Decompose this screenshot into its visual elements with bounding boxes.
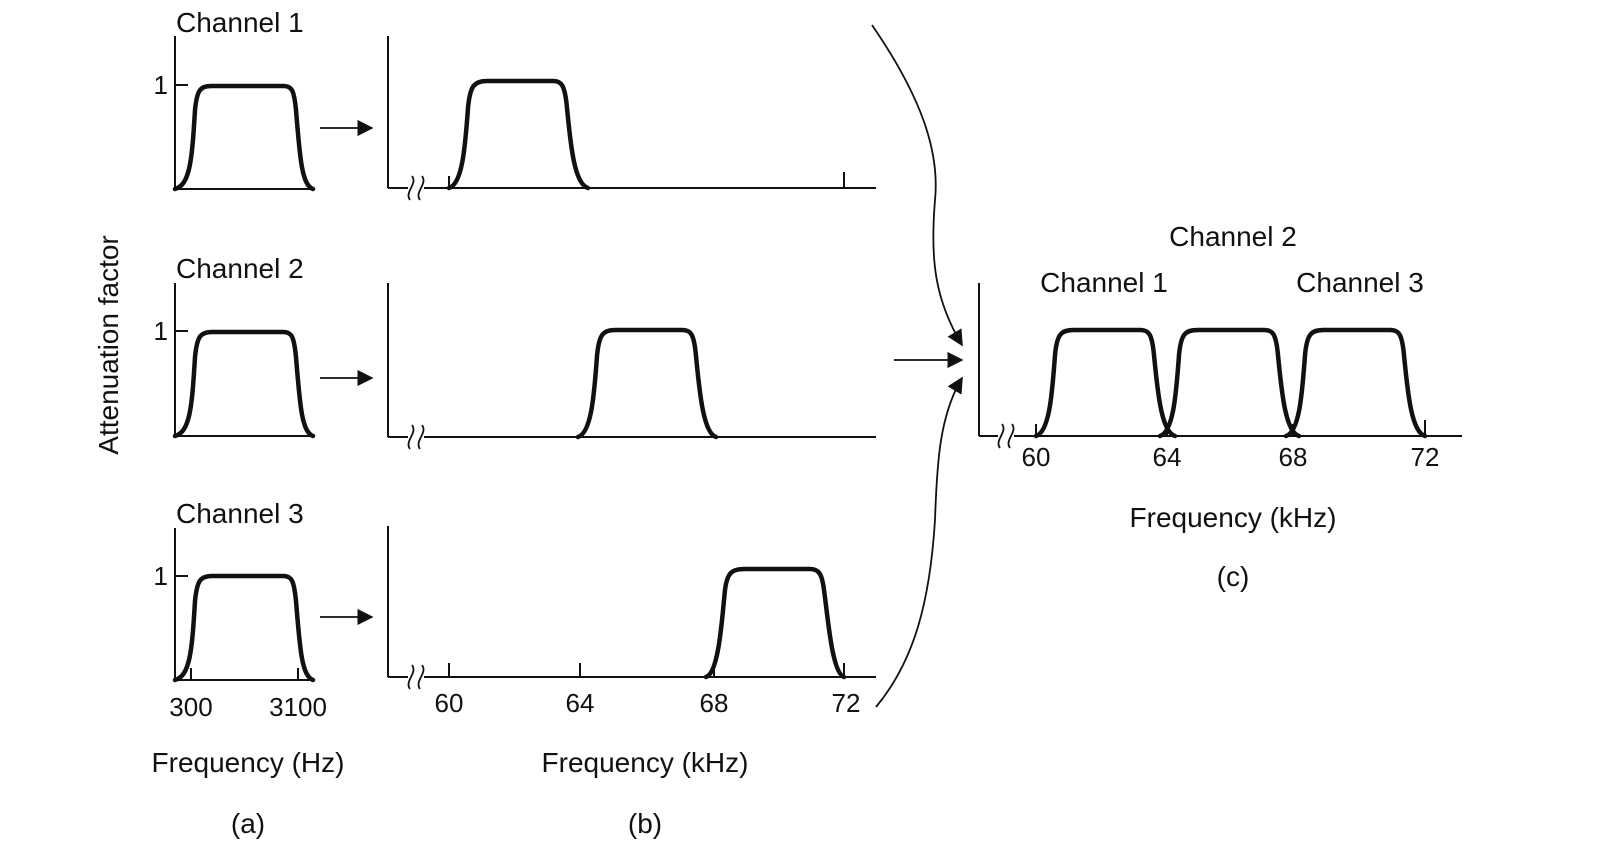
band-curve-channel-3 xyxy=(1283,327,1428,439)
band-curve-channel-2 xyxy=(1157,327,1302,439)
passband-curve xyxy=(172,573,316,683)
band-curve xyxy=(446,78,591,191)
arrow-b3-to-c xyxy=(875,376,963,708)
channel-label: Channel 1 xyxy=(1040,267,1168,298)
x-tick-label: 64 xyxy=(1153,442,1182,472)
channel-label: Channel 1 xyxy=(176,7,304,38)
panel-c: Channel 2 Channel 1 Channel 3 60 64 68 7… xyxy=(978,221,1462,592)
panel-b-channel-3: 60 64 68 72 xyxy=(387,526,876,718)
channel-label: Channel 3 xyxy=(176,498,304,529)
passband-curve xyxy=(172,83,316,192)
panel-a-channel-1: Channel 1 1 xyxy=(154,7,316,192)
y-tick-label: 1 xyxy=(154,561,168,591)
panel-b-channel-2 xyxy=(387,283,876,450)
panel-a-channel-2: Channel 2 1 xyxy=(154,253,316,439)
channel-label: Channel 3 xyxy=(1296,267,1424,298)
panel-c-caption: (c) xyxy=(1217,561,1250,592)
frequency-axis-break xyxy=(407,664,425,690)
band-curve-channel-1 xyxy=(1033,327,1178,439)
channel-label: Channel 2 xyxy=(1169,221,1297,252)
frequency-axis-break xyxy=(997,423,1015,449)
panel-b-channel-1 xyxy=(387,36,876,201)
panel-a: Channel 1 1 Channel 2 1 Channel 3 1 xyxy=(152,7,345,839)
x-tick-label: 68 xyxy=(700,688,729,718)
x-tick-label: 68 xyxy=(1279,442,1308,472)
panel-a-x-label: Frequency (Hz) xyxy=(152,747,345,778)
panel-a-caption: (a) xyxy=(231,808,265,839)
y-tick-label: 1 xyxy=(154,70,168,100)
x-tick-label: 60 xyxy=(1022,442,1051,472)
band-curve xyxy=(703,566,847,680)
y-axis-label: Attenuation factor xyxy=(93,235,124,454)
band-curve xyxy=(575,327,719,440)
frequency-axis-break xyxy=(407,175,425,201)
panel-b-caption: (b) xyxy=(628,808,662,839)
x-tick-label: 60 xyxy=(435,688,464,718)
x-tick-label: 300 xyxy=(169,692,212,722)
x-tick-label: 64 xyxy=(566,688,595,718)
frequency-axis-break xyxy=(407,424,425,450)
arrow-b1-to-c xyxy=(871,24,963,347)
panel-b-x-label: Frequency (kHz) xyxy=(542,747,749,778)
x-tick-label: 72 xyxy=(1411,442,1440,472)
panel-c-x-label: Frequency (kHz) xyxy=(1130,502,1337,533)
channel-label: Channel 2 xyxy=(176,253,304,284)
passband-curve xyxy=(172,329,316,439)
panel-b: 60 64 68 72 Frequency (kHz) (b) xyxy=(387,36,876,839)
x-tick-label: 3100 xyxy=(269,692,327,722)
panel-a-channel-3: Channel 3 1 300 3100 xyxy=(154,498,327,722)
y-tick-label: 1 xyxy=(154,316,168,346)
x-tick-label: 72 xyxy=(832,688,861,718)
